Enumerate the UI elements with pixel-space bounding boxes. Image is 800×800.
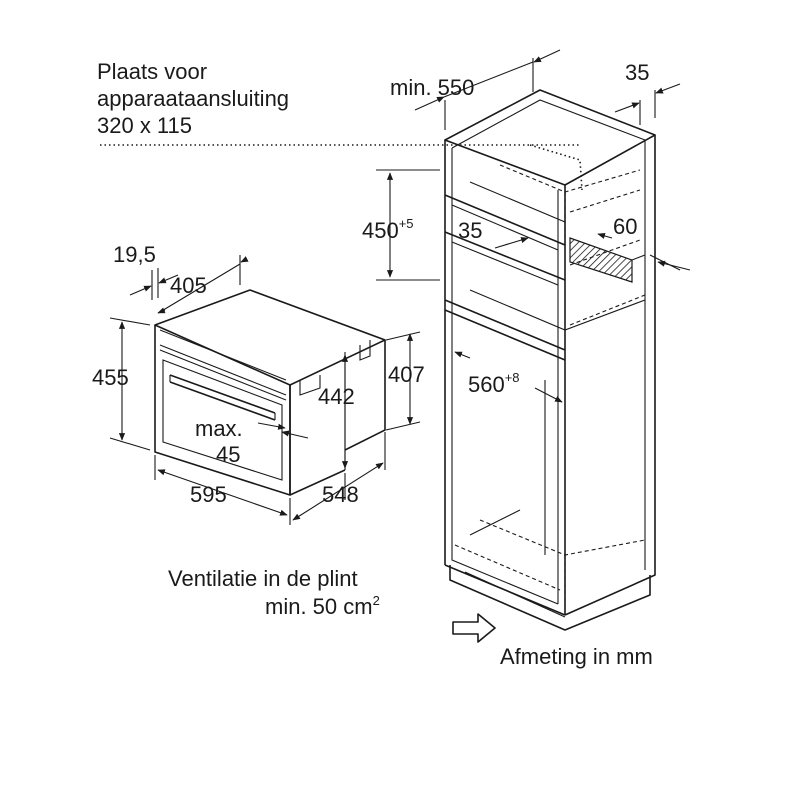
gap-60-label: 60 bbox=[613, 214, 637, 239]
handle-max-label: max. bbox=[195, 416, 243, 441]
oven-depth-548-label: 548 bbox=[322, 482, 359, 507]
oven-depth-405-label: 405 bbox=[170, 273, 207, 298]
tall-cabinet bbox=[444, 89, 656, 631]
handle-45-label: 45 bbox=[216, 442, 240, 467]
ventilation-arrow-icon bbox=[452, 613, 496, 643]
oven-width-595-label: 595 bbox=[190, 482, 227, 507]
connection-dotted-line-inner bbox=[529, 144, 583, 191]
cabinet-depth-35-label: 35 bbox=[625, 60, 649, 85]
front-offset-label: 19,5 bbox=[113, 242, 156, 267]
rear-height-407-label: 407 bbox=[388, 362, 425, 387]
oven-height-455-label: 455 bbox=[92, 365, 129, 390]
connection-note-line1: Plaats voor bbox=[97, 59, 207, 84]
unit-note: Afmeting in mm bbox=[500, 644, 653, 669]
inner-height-442-label: 442 bbox=[318, 384, 355, 409]
connection-note-line3: 320 x 115 bbox=[97, 113, 192, 138]
niche-width-label: 560+8 bbox=[468, 370, 520, 397]
inner-35-label: 35 bbox=[458, 218, 482, 243]
oven-unit bbox=[154, 289, 386, 496]
connection-note-line2: apparaataansluiting bbox=[97, 86, 289, 111]
ventilation-note-line2: min. 50 cm2 bbox=[265, 593, 380, 619]
cabinet-width-label: min. 550 bbox=[390, 75, 474, 100]
ventilation-note-line1: Ventilatie in de plint bbox=[168, 566, 358, 591]
niche-height-label: 450+5 bbox=[362, 216, 414, 243]
